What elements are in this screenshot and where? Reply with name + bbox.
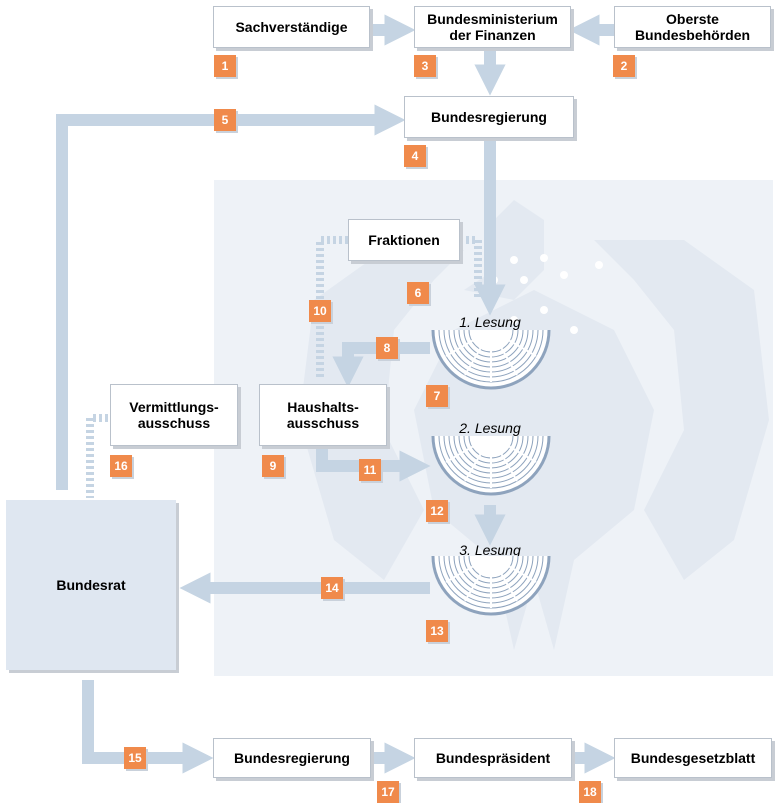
step-badge-5: 5 bbox=[214, 109, 236, 131]
step-badge-18: 18 bbox=[579, 781, 601, 803]
box-haushaltsausschuss: Haushalts- ausschuss bbox=[259, 384, 387, 446]
step-badge-2: 2 bbox=[613, 55, 635, 77]
dotted-fraktionen-lesung bbox=[460, 236, 482, 300]
box-bundesministerium-finanzen: Bundesministerium der Finanzen bbox=[414, 6, 571, 48]
plenary-chamber-icon-2 bbox=[431, 435, 551, 496]
plenary-chamber-icon-3 bbox=[431, 555, 551, 616]
step-badge-8: 8 bbox=[376, 337, 398, 359]
chamber-aisle bbox=[464, 346, 482, 376]
box-bundesrat: Bundesrat bbox=[6, 500, 176, 670]
step-badge-15: 15 bbox=[124, 747, 146, 769]
box-bundesregierung-top: Bundesregierung bbox=[404, 96, 574, 138]
box-bundespraesident: Bundespräsident bbox=[414, 738, 572, 778]
arrow-bundesrat-bundesregierung-bottom bbox=[82, 680, 214, 774]
step-badge-1: 1 bbox=[214, 55, 236, 77]
step-badge-10: 10 bbox=[309, 300, 331, 322]
dotted-vermittlung-bundesrat bbox=[86, 414, 108, 498]
step-badge-17: 17 bbox=[377, 781, 399, 803]
chamber-aisle bbox=[445, 445, 475, 463]
step-badge-7: 7 bbox=[426, 385, 448, 407]
chamber-aisle bbox=[507, 565, 537, 583]
chamber-aisle bbox=[464, 572, 482, 602]
arrow-haushalt-lesung2 bbox=[316, 448, 431, 482]
step-badge-11: 11 bbox=[359, 459, 381, 481]
step-badge-3: 3 bbox=[414, 55, 436, 77]
chamber-aisle bbox=[445, 565, 475, 583]
arrow-lesung1-haushalt bbox=[332, 342, 430, 388]
chamber-aisle bbox=[445, 339, 475, 357]
chamber-aisle bbox=[464, 452, 482, 482]
plenary-chamber-icon-1 bbox=[431, 329, 551, 390]
step-badge-13: 13 bbox=[426, 620, 448, 642]
arrow-bundesrat-bundesregierung bbox=[56, 104, 406, 490]
label-lesung-3: 3. Lesung bbox=[459, 542, 521, 558]
chamber-aisle bbox=[507, 339, 537, 357]
box-bundesregierung-bottom: Bundesregierung bbox=[213, 738, 371, 778]
dotted-fraktionen-haushalt bbox=[316, 236, 348, 380]
step-badge-6: 6 bbox=[407, 282, 429, 304]
box-fraktionen: Fraktionen bbox=[348, 219, 460, 261]
step-badge-16: 16 bbox=[110, 455, 132, 477]
label-lesung-2: 2. Lesung bbox=[459, 420, 521, 436]
label-lesung-1: 1. Lesung bbox=[459, 314, 521, 330]
chamber-aisle bbox=[500, 572, 518, 602]
box-bundesgesetzblatt: Bundesgesetzblatt bbox=[614, 738, 772, 778]
step-badge-9: 9 bbox=[262, 455, 284, 477]
chamber-aisle bbox=[500, 346, 518, 376]
chamber-aisle bbox=[500, 452, 518, 482]
step-badge-4: 4 bbox=[404, 145, 426, 167]
step-badge-14: 14 bbox=[321, 577, 343, 599]
step-badge-12: 12 bbox=[426, 500, 448, 522]
box-vermittlungsausschuss: Vermittlungs- ausschuss bbox=[110, 384, 238, 446]
chamber-aisle bbox=[507, 445, 537, 463]
box-oberste-bundesbehoerden: Oberste Bundesbehörden bbox=[614, 6, 771, 48]
box-sachverstaendige: Sachverständige bbox=[213, 6, 370, 48]
